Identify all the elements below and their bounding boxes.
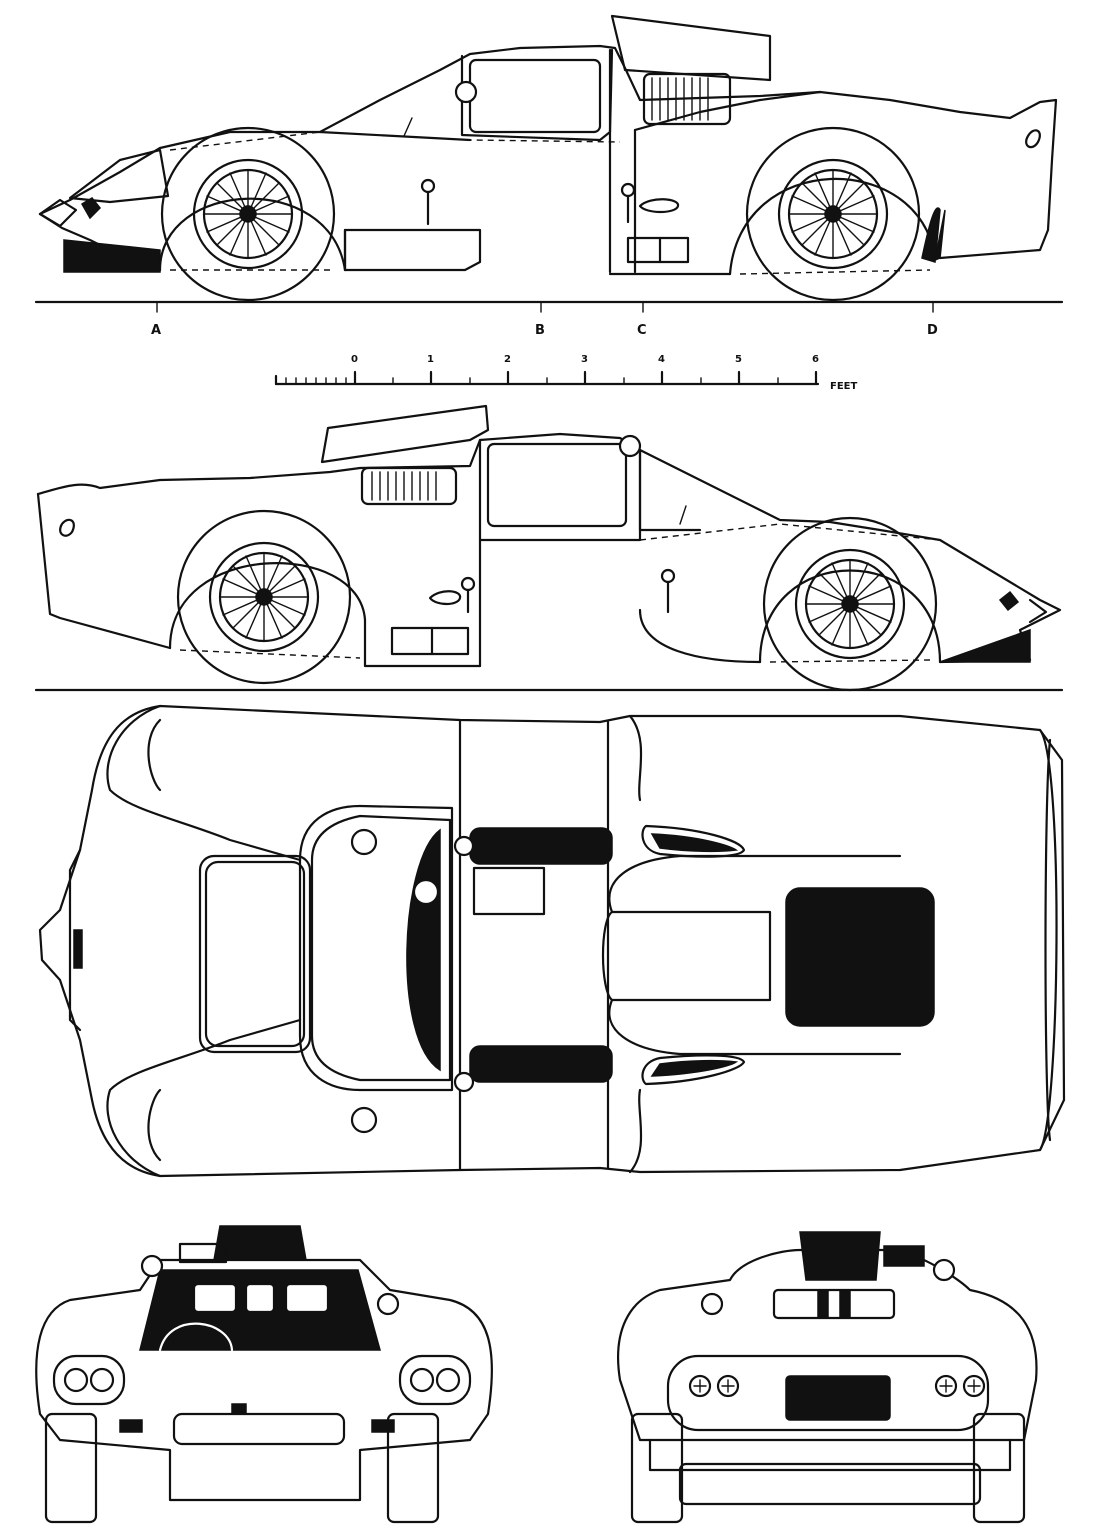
side-vent-2 [360, 466, 458, 506]
section-mark-b: B [535, 323, 545, 338]
side-view-left [34, 14, 1064, 304]
mirror-2 [618, 434, 642, 458]
side-vent-1 [642, 72, 732, 126]
section-mark-d: D [927, 323, 938, 338]
front-wheel-1 [160, 126, 336, 302]
scale-tick-3: 3 [581, 354, 588, 365]
scale-tick-4: 4 [658, 354, 665, 365]
rear-wheel-2 [176, 509, 352, 685]
scale-tick-6: 6 [812, 354, 819, 365]
scale-bar: 0 1 2 3 4 5 6 FEET [274, 354, 857, 392]
scale-tick-0: 0 [351, 354, 358, 365]
scale-tick-5: 5 [735, 354, 742, 365]
license-plate [785, 1375, 891, 1421]
top-view [38, 704, 1066, 1178]
scale-tick-2: 2 [504, 354, 511, 365]
scale-tick-1: 1 [427, 354, 434, 365]
rear-view [617, 1231, 1038, 1524]
section-mark-c: C [637, 323, 647, 338]
scale-unit: FEET [830, 381, 857, 392]
engine-hatch [785, 887, 935, 1027]
front-view [35, 1225, 493, 1524]
roof-vent-top [469, 827, 613, 865]
mirror-1 [454, 80, 478, 104]
side-view-right [34, 404, 1064, 692]
rear-wheel-1 [745, 126, 921, 302]
roof-vent-bottom [469, 1045, 613, 1083]
section-mark-a: A [151, 323, 161, 338]
section-marks: A B C D [151, 301, 938, 338]
front-wheel-2 [762, 516, 938, 692]
